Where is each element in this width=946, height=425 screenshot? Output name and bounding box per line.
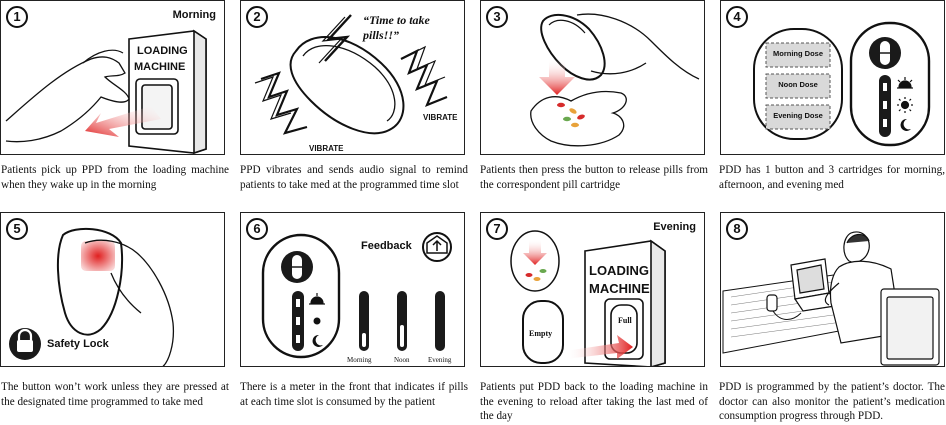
step-number: 2: [246, 6, 268, 28]
caption-3: Patients then press the button to releas…: [480, 164, 708, 191]
vibrate-label-right: VIBRATE: [423, 113, 458, 122]
caption-5: The button won’t work unless they are pr…: [1, 381, 229, 408]
feedback-label: Feedback: [361, 240, 412, 252]
caption-4: PDD has 1 button and 3 cartridges for mo…: [719, 164, 945, 191]
sunrise-icon: [897, 77, 913, 89]
laptop-icon: [790, 258, 843, 312]
panel-title: Morning: [172, 9, 216, 21]
meter-label-noon: Noon: [394, 356, 410, 364]
step-number: 6: [246, 218, 268, 240]
red-arrow-down-icon: [539, 59, 575, 95]
chair-icon: [880, 288, 940, 366]
machine-label-line1: LOADING: [137, 45, 188, 57]
machine-label-line2: MACHINE: [134, 61, 186, 73]
meter-evening-icon: [435, 291, 445, 351]
caption-2: PPD vibrates and sends audio signal to r…: [240, 164, 468, 191]
hand-icon: [5, 56, 130, 143]
caption-8: PDD is programmed by the patient’s docto…: [719, 381, 945, 422]
empty-device-icon: [522, 300, 564, 364]
machine-label-line2: MACHINE: [589, 281, 650, 296]
safety-lock-label: Safety Lock: [47, 338, 109, 350]
speech-label: “Time to take pills!!”: [363, 13, 430, 42]
feedback-envelope-icon: [422, 232, 452, 262]
caption-7: Patients put PDD back to the loading mac…: [480, 381, 708, 422]
panel-4: 4 Morning Dose Noon Dose Evening Dose: [720, 0, 945, 155]
pills-icon: [557, 102, 585, 128]
panel-5-illustration: [9, 227, 175, 366]
sunrise-icon: [309, 293, 325, 305]
caption-1: Patients pick up PPD from the loading ma…: [1, 164, 229, 191]
dose-label-morning: Morning Dose: [773, 49, 823, 58]
panel-1-illustration: [5, 29, 207, 154]
moon-icon: [312, 334, 323, 347]
hand-icon: [576, 13, 700, 80]
meter-noon-icon: [397, 291, 407, 351]
panel-5: 5 Safety Lock: [0, 212, 225, 367]
vibrate-label-left: VIBRATE: [309, 144, 344, 153]
pill-device-icon: [766, 294, 778, 312]
panel-3: 3: [480, 0, 705, 155]
panel-2: 2 “Time to take pills!!” VIBRATE VIBRATE: [240, 0, 465, 155]
reload-zoom-icon: [510, 230, 560, 292]
meter-label-evening: Evening: [428, 356, 452, 364]
empty-label: Empty: [529, 329, 553, 338]
doctor-icon: [824, 231, 902, 344]
panel-7-illustration: [510, 230, 666, 366]
dose-label-evening: Evening Dose: [773, 111, 823, 120]
panel-8-illustration: [722, 231, 940, 366]
sun-icon: [897, 97, 913, 113]
lock-icon: [9, 328, 41, 360]
loading-machine-icon: [128, 29, 207, 154]
panel-2-illustration: [254, 14, 448, 135]
panel-title: Evening: [653, 221, 696, 233]
caption-6: There is a meter in the front that indic…: [240, 381, 468, 408]
dose-label-noon: Noon Dose: [778, 80, 818, 89]
meter-morning-icon: [359, 291, 369, 351]
meter-label-morning: Morning: [347, 356, 372, 364]
pill-device-icon: [289, 36, 405, 135]
step-number: 4: [726, 6, 748, 28]
panel-4-illustration: [753, 21, 931, 147]
step-number: 1: [6, 6, 28, 28]
machine-label-line1: LOADING: [589, 263, 649, 278]
panel-6-illustration: [261, 232, 452, 359]
pill-device-icon: [540, 13, 606, 81]
hand-icon: [84, 239, 175, 366]
full-label: Full: [618, 316, 632, 325]
step-number: 3: [486, 6, 508, 28]
step-number: 7: [486, 218, 508, 240]
panel-8: 8: [720, 212, 945, 367]
step-number: 5: [6, 218, 28, 240]
panel-3-illustration: [530, 13, 700, 147]
vibrate-zigzag-left-icon: [260, 71, 308, 135]
red-arrow-icon: [565, 335, 633, 359]
vibrate-zigzag-right-icon: [400, 48, 448, 107]
step-number: 8: [726, 218, 748, 240]
vibration-bolt-icon: [324, 14, 352, 62]
panel-6: 6 Feedback Morning Noon Evening: [240, 212, 465, 367]
moon-icon: [900, 118, 911, 131]
panel-7: 7 Evening LOADING MACHINE Empty Full: [480, 212, 705, 367]
sun-icon: [313, 317, 321, 325]
panel-1: 1 Morning LOADING MACHINE: [0, 0, 225, 155]
red-arrow-icon: [85, 106, 161, 137]
